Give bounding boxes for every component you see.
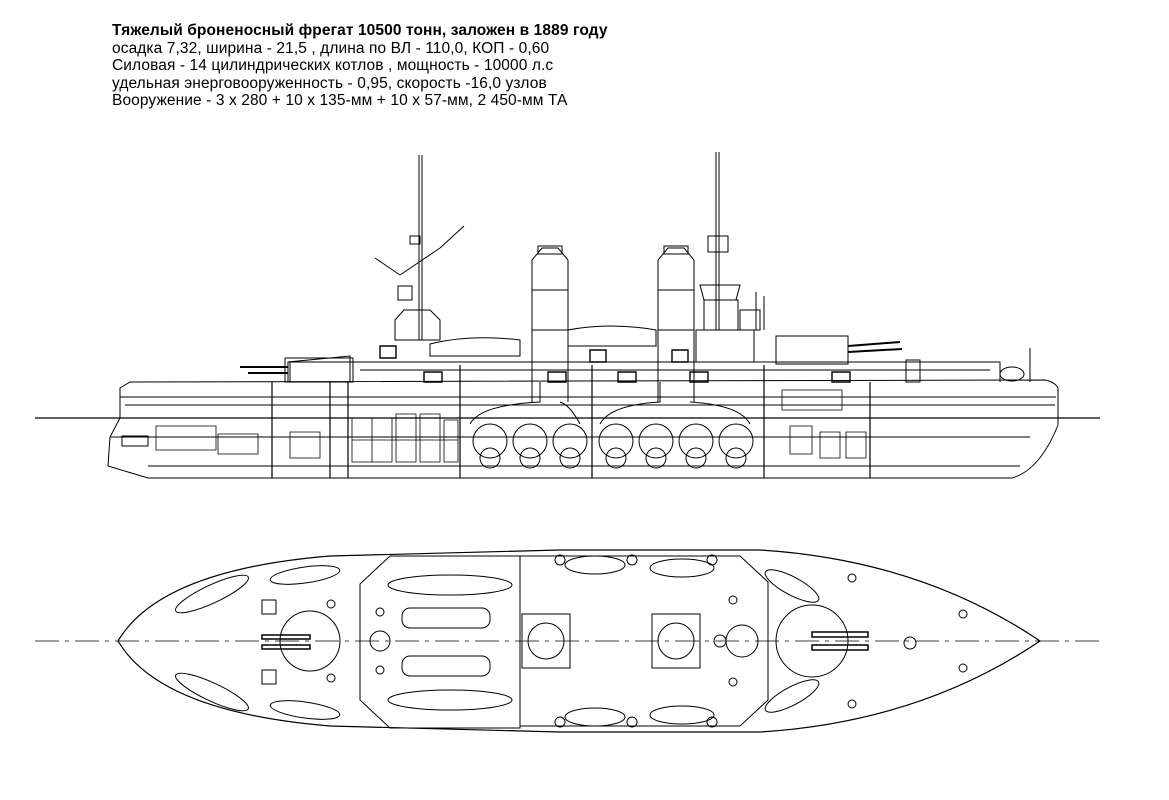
plan-boats-mid [388, 556, 823, 726]
engine-room [352, 414, 458, 462]
funnels [532, 246, 694, 402]
plan-boats-aft [172, 562, 341, 723]
plan-view [35, 550, 1100, 732]
caption-power-ratio: удельная энерговооруженность - 0,95, ско… [112, 74, 547, 92]
caption-dimensions: осадка 7,32, ширина - 21,5 , длина по ВЛ… [112, 39, 550, 57]
caption-title: Тяжелый броненосный фрегат 10500 тонн, з… [112, 22, 608, 39]
plan-aft-turret [262, 611, 340, 671]
caption-armament: Вооружение - 3 х 280 + 10 х 135-мм + 10 … [112, 92, 568, 109]
plan-small-guns [327, 555, 967, 727]
plan-forward-turret [776, 605, 916, 677]
hull-outline [108, 380, 1058, 478]
aft-main-turret [240, 356, 353, 382]
forward-main-turret [776, 336, 902, 364]
aft-mast [375, 155, 464, 340]
forward-mast [696, 152, 764, 362]
deck-outline [118, 550, 1040, 732]
boilers [473, 424, 753, 468]
secondary-guns [380, 346, 850, 382]
plan-funnels [522, 614, 700, 668]
spec-caption: Тяжелый броненосный фрегат 10500 тонн, з… [112, 22, 608, 110]
caption-powerplant: Силовая - 14 цилиндрических котлов , мощ… [112, 57, 554, 74]
side-profile [35, 152, 1100, 478]
